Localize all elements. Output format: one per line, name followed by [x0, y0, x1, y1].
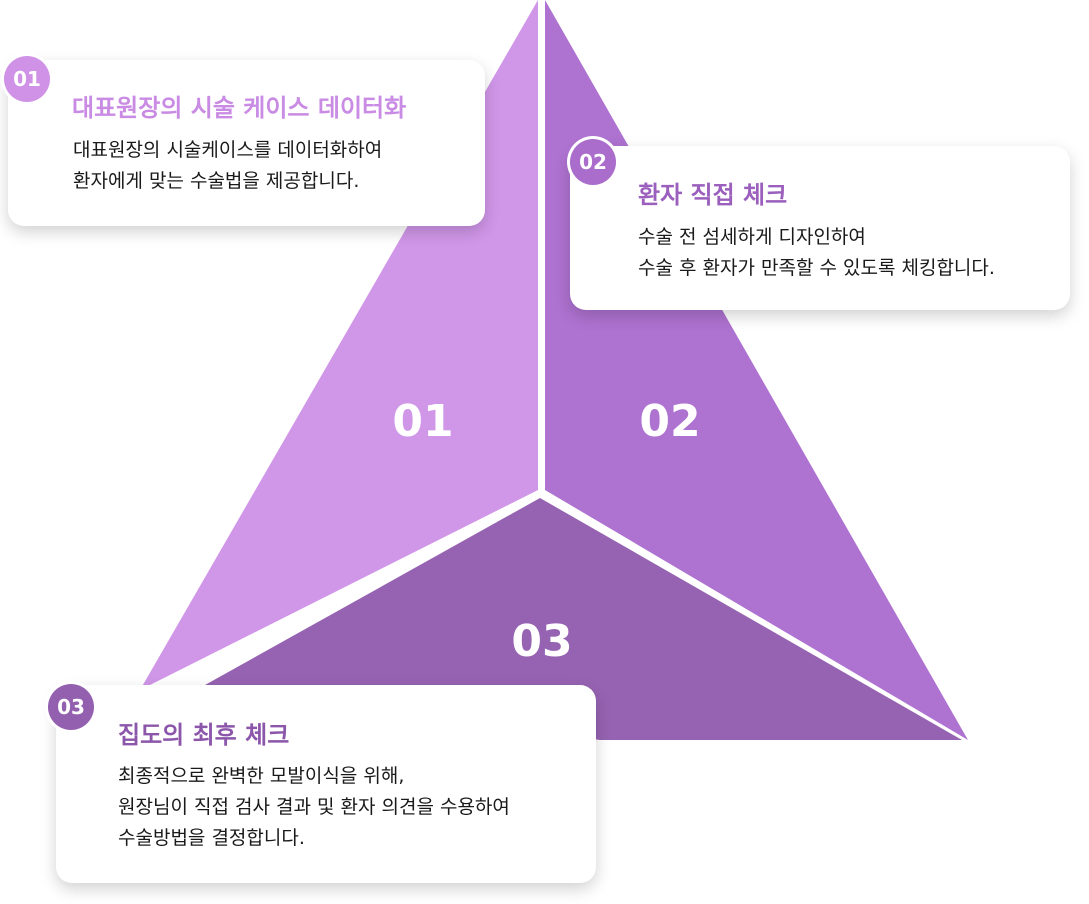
card-01-title: 대표원장의 시술 케이스 데이터화 [72, 94, 407, 122]
card-03-title: 집도의 최후 체크 [118, 721, 290, 749]
card-02-badge: 02 [570, 139, 616, 185]
segment-01-number: 01 [392, 396, 453, 447]
segment-03-shape [205, 498, 962, 740]
card-01 [8, 60, 485, 226]
card-03-line-2: 원장님이 직접 검사 결과 및 환자 의견을 수용하여 [118, 796, 510, 818]
card-03 [56, 685, 596, 883]
card-03-line-1: 최종적으로 완벽한 모발이식을 위해, [118, 765, 405, 787]
card-02-title: 환자 직접 체크 [638, 181, 788, 209]
card-02-line-1: 수술 전 섬세하게 디자인하여 [638, 226, 866, 248]
card-01-line-2: 환자에게 맞는 수술법을 제공합니다. [73, 170, 360, 192]
segment-03-number: 03 [511, 616, 572, 667]
card-02-description: 수술 전 섬세하게 디자인하여 수술 후 환자가 만족할 수 있도록 체킹합니다… [638, 222, 995, 284]
card-02-line-2: 수술 후 환자가 만족할 수 있도록 체킹합니다. [638, 257, 995, 279]
card-03-description: 최종적으로 완벽한 모발이식을 위해, 원장님이 직접 검사 결과 및 환자 의… [118, 761, 510, 854]
card-01-line-1: 대표원장의 시술케이스를 데이터화하여 [73, 139, 383, 161]
card-02 [570, 146, 1070, 310]
card-01-badge: 01 [4, 56, 50, 102]
card-03-line-3: 수술방법을 결정합니다. [118, 827, 305, 849]
card-03-badge: 03 [48, 684, 94, 730]
segment-02-number: 02 [639, 396, 700, 447]
card-01-description: 대표원장의 시술케이스를 데이터화하여 환자에게 맞는 수술법을 제공합니다. [73, 135, 382, 197]
